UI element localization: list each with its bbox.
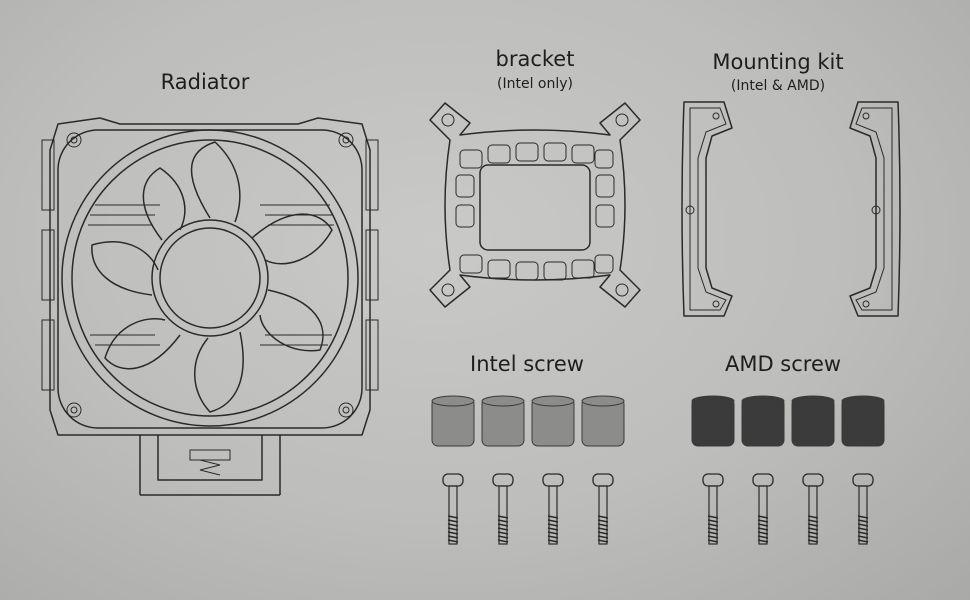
screw-shaft — [598, 485, 608, 545]
screw-thread — [597, 527, 609, 531]
screw-thread — [497, 535, 509, 539]
screw-thread — [447, 519, 459, 523]
screw-thread — [807, 523, 819, 527]
screw-shaft — [498, 485, 508, 545]
screw-thread — [597, 531, 609, 535]
screw-thread — [807, 519, 819, 523]
screw-thread — [447, 515, 459, 519]
screw-thread — [857, 523, 869, 527]
screw-shaft — [708, 485, 718, 545]
bracket-subtitle: (Intel only) — [497, 76, 573, 92]
mounting-rail-icon — [849, 101, 901, 317]
screw-thread — [497, 519, 509, 523]
mounting-rail-icon — [681, 101, 733, 317]
screw-thread — [857, 539, 869, 543]
screw-thread — [547, 515, 559, 519]
screw-thread — [707, 535, 719, 539]
screw-thread — [807, 515, 819, 519]
mounting-kit-subtitle: (Intel & AMD) — [730, 78, 826, 94]
screw-thread — [707, 527, 719, 531]
spacer-icon — [691, 395, 885, 447]
screw-thread — [597, 539, 609, 543]
screw-thread — [547, 527, 559, 531]
screw-thread — [497, 531, 509, 535]
screw-thread — [757, 531, 769, 535]
screw-thread — [857, 515, 869, 519]
screw-thread — [547, 535, 559, 539]
screw-head — [542, 473, 564, 487]
screw-shaft — [548, 485, 558, 545]
screw-head — [802, 473, 824, 487]
screw-thread — [757, 539, 769, 543]
screw-thread — [707, 523, 719, 527]
radiator-fan-icon — [41, 117, 379, 496]
screw-thread — [757, 515, 769, 519]
screw-thread — [547, 531, 559, 535]
mounting-kit-title: Mounting kit — [712, 50, 844, 74]
screw-thread — [597, 535, 609, 539]
screw-thread — [497, 523, 509, 527]
radiator-title: Radiator — [160, 70, 250, 94]
screw-thread — [807, 535, 819, 539]
bracket-title: bracket — [495, 47, 575, 71]
screw-thread — [597, 523, 609, 527]
screw-shaft — [448, 485, 458, 545]
screw-thread — [757, 519, 769, 523]
screw-thread — [447, 539, 459, 543]
screw-head — [592, 473, 614, 487]
screw-thread — [757, 527, 769, 531]
screw-thread — [707, 515, 719, 519]
screw-thread — [447, 531, 459, 535]
spacer-icon — [431, 395, 625, 447]
screw-thread — [497, 515, 509, 519]
screw-shaft — [808, 485, 818, 545]
screw-thread — [857, 531, 869, 535]
screw-thread — [547, 523, 559, 527]
screw-icon — [442, 473, 614, 545]
screw-thread — [707, 539, 719, 543]
screw-thread — [757, 535, 769, 539]
screw-thread — [807, 539, 819, 543]
spacer-top — [791, 395, 835, 407]
screw-thread — [447, 523, 459, 527]
screw-thread — [707, 531, 719, 535]
screw-thread — [807, 527, 819, 531]
spacer-top — [581, 395, 625, 407]
screw-icon — [702, 473, 874, 545]
screw-thread — [547, 539, 559, 543]
screw-head — [492, 473, 514, 487]
screw-thread — [447, 535, 459, 539]
screw-shaft — [758, 485, 768, 545]
bracket-icon — [429, 102, 641, 308]
screw-thread — [857, 535, 869, 539]
screw-thread — [707, 519, 719, 523]
spacer-top — [431, 395, 475, 407]
screw-head — [752, 473, 774, 487]
screw-head — [852, 473, 874, 487]
spacer-top — [481, 395, 525, 407]
screw-thread — [857, 519, 869, 523]
screw-shaft — [858, 485, 868, 545]
screw-head — [702, 473, 724, 487]
screw-thread — [807, 531, 819, 535]
spacer-top — [531, 395, 575, 407]
amd-screw-title: AMD screw — [724, 352, 842, 376]
screw-thread — [597, 515, 609, 519]
screw-thread — [857, 527, 869, 531]
screw-thread — [497, 527, 509, 531]
screw-thread — [757, 523, 769, 527]
screw-head — [442, 473, 464, 487]
spacer-top — [741, 395, 785, 407]
spacer-top — [691, 395, 735, 407]
spacer-top — [841, 395, 885, 407]
intel-screw-title: Intel screw — [470, 352, 584, 376]
screw-thread — [597, 519, 609, 523]
screw-thread — [447, 527, 459, 531]
screw-thread — [547, 519, 559, 523]
screw-thread — [497, 539, 509, 543]
